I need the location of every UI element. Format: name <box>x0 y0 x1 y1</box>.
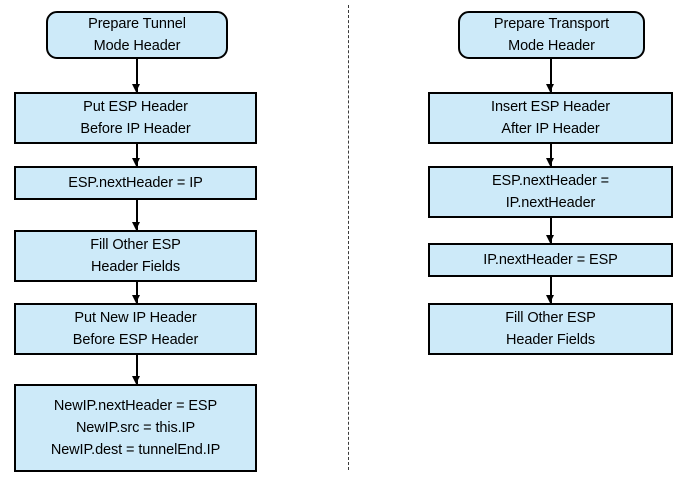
flow-node-label: ESP.nextHeader = <box>491 173 610 189</box>
arrowhead-icon <box>132 84 141 92</box>
arrowhead-icon <box>546 295 555 303</box>
flow-node-tunnel-fill-other-esp: Fill Other ESP Header Fields <box>14 230 257 282</box>
arrow-connector <box>546 218 555 243</box>
arrowhead-icon <box>132 222 141 230</box>
arrow-connector <box>132 282 141 303</box>
flow-node-label: Header Fields <box>506 332 595 348</box>
flow-node-tunnel-esp-nextheader: ESP.nextHeader = IP <box>14 166 257 200</box>
flow-node-transport-fill-other-esp: Fill Other ESP Header Fields <box>428 303 673 355</box>
flow-node-label: NewIP.dest = tunnelEnd.IP <box>50 442 221 458</box>
arrow-connector <box>132 355 141 384</box>
flow-node-label: Header Fields <box>91 259 180 275</box>
flow-node-label: Before IP Header <box>80 121 191 137</box>
arrow-connector <box>132 144 141 166</box>
flow-node-label: Insert ESP Header <box>491 99 610 115</box>
arrow-connector <box>546 277 555 303</box>
arrowhead-icon <box>546 235 555 243</box>
flow-node-tunnel-newip-fields: NewIP.nextHeader = ESP NewIP.src = this.I… <box>14 384 257 472</box>
flow-node-label: Put ESP Header <box>83 99 188 115</box>
flow-node-transport-esp-nextheader: ESP.nextHeader = IP.nextHeader <box>428 166 673 218</box>
flow-node-label: Prepare Tunnel <box>88 16 186 32</box>
arrow-connector <box>132 59 141 92</box>
arrow-shaft <box>136 144 138 166</box>
flow-node-label: Put New IP Header <box>74 310 197 326</box>
arrow-connector <box>546 59 555 92</box>
flow-node-label: After IP Header <box>501 121 600 137</box>
arrowhead-icon <box>546 84 555 92</box>
arrow-shaft <box>550 218 552 243</box>
arrow-shaft <box>550 59 552 92</box>
arrow-connector <box>132 200 141 230</box>
arrow-shaft <box>550 144 552 166</box>
flow-node-transport-ip-nextheader: IP.nextHeader = ESP <box>428 243 673 277</box>
arrow-connector <box>546 144 555 166</box>
flow-node-label: NewIP.src = this.IP <box>75 420 196 436</box>
arrowhead-icon <box>132 376 141 384</box>
flow-node-label: NewIP.nextHeader = ESP <box>53 398 218 414</box>
flow-node-label: Mode Header <box>508 38 595 54</box>
arrowhead-icon <box>132 158 141 166</box>
flow-node-label: Fill Other ESP <box>90 237 181 253</box>
arrow-shaft <box>136 59 138 92</box>
flow-node-label: Prepare Transport <box>493 16 610 32</box>
arrow-shaft <box>136 282 138 303</box>
flow-node-label: IP.nextHeader = ESP <box>483 252 618 268</box>
flow-node-label: Before ESP Header <box>72 332 199 348</box>
flow-node-label: Mode Header <box>93 38 181 54</box>
arrowhead-icon <box>132 295 141 303</box>
arrow-shaft <box>136 355 138 384</box>
arrowhead-icon <box>546 158 555 166</box>
arrow-shaft <box>136 200 138 230</box>
flow-node-label: Fill Other ESP <box>505 310 596 326</box>
arrow-shaft <box>550 277 552 303</box>
flow-node-label: IP.nextHeader <box>505 195 596 211</box>
flow-node-label: ESP.nextHeader = IP <box>68 175 203 191</box>
vertical-dashed-separator <box>348 5 349 470</box>
